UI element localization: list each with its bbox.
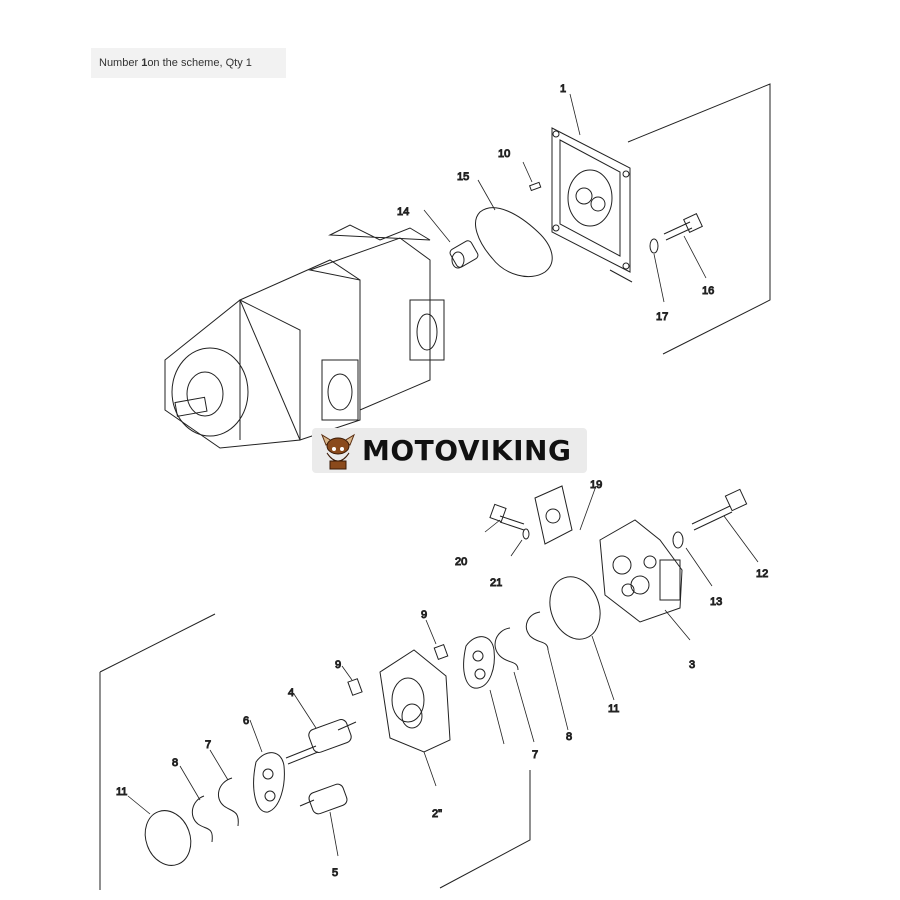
part-16-bolt (663, 213, 703, 241)
main-pump-assembly (164, 224, 445, 449)
callout-11-lower: 11 (116, 786, 127, 798)
callout-15: 15 (457, 171, 469, 183)
callout-14: 14 (397, 206, 409, 218)
callout-4: 4 (288, 687, 294, 699)
part-14-coupling (449, 240, 479, 269)
callout-12: 12 (756, 568, 768, 580)
callout-6: 6 (243, 715, 249, 727)
callout-8-lower: 8 (172, 757, 178, 769)
part-8-clip-lower (191, 795, 213, 843)
part-21-washer (522, 528, 530, 540)
part-11-seal-upper (549, 576, 601, 640)
callout-17: 17 (656, 311, 668, 323)
part-5-driven-gear (299, 783, 348, 815)
callout-8-upper: 8 (566, 731, 572, 743)
part-13-washer (672, 531, 684, 549)
part-6-plate-lower (253, 752, 285, 813)
part-8-clip-upper (525, 611, 549, 651)
part-caption: Number 1 on the scheme, Qty 1 (91, 48, 286, 78)
part-2-gear-housing (379, 649, 451, 753)
part-7-clip-upper (494, 627, 519, 671)
part-15-gasket (475, 207, 553, 278)
caption-prefix: Number (99, 57, 139, 69)
part-9-pin-lower (347, 678, 363, 696)
part-17-washer (649, 238, 659, 254)
caption-number: 1 (141, 57, 148, 69)
bottom-plane (99, 613, 531, 890)
callout-13: 13 (710, 596, 722, 608)
callout-3: 3 (689, 659, 695, 671)
callout-7-upper: 7 (532, 749, 538, 761)
top-plane (627, 83, 771, 355)
motoviking-watermark: MOTOVIKING (312, 428, 587, 473)
part-4-drive-gear (285, 719, 357, 765)
viking-mascot-icon (320, 433, 356, 469)
callout-1: 1 (560, 83, 566, 95)
callout-19: 19 (590, 479, 602, 491)
watermark-text: MOTOVIKING (362, 434, 572, 467)
callout-21: 21 (490, 577, 502, 589)
callout-20: 20 (455, 556, 467, 568)
callout-9-lower: 9 (335, 659, 341, 671)
callout-5: 5 (332, 867, 338, 879)
callout-11-upper: 11 (608, 703, 619, 715)
part-19-plate (534, 485, 573, 545)
part-3-rear-cover (599, 519, 683, 623)
callout-2: 2" (432, 808, 442, 820)
leader-lines (127, 93, 759, 857)
part-12-bolt (691, 488, 748, 531)
caption-suffix: on the scheme, Qty 1 (147, 57, 252, 69)
part-6-plate-upper (463, 636, 495, 689)
callout-7-lower: 7 (205, 739, 211, 751)
part-9-pin-upper (433, 644, 449, 660)
callout-9-upper: 9 (421, 609, 427, 621)
part-1-cover-plate (551, 127, 633, 283)
part-11-seal-lower (144, 810, 192, 866)
part-10-dowel-pin (528, 181, 542, 192)
part-20-bolt (489, 503, 525, 531)
callout-16: 16 (702, 285, 714, 297)
part-7-clip-lower (217, 777, 239, 827)
callout-10: 10 (498, 148, 510, 160)
